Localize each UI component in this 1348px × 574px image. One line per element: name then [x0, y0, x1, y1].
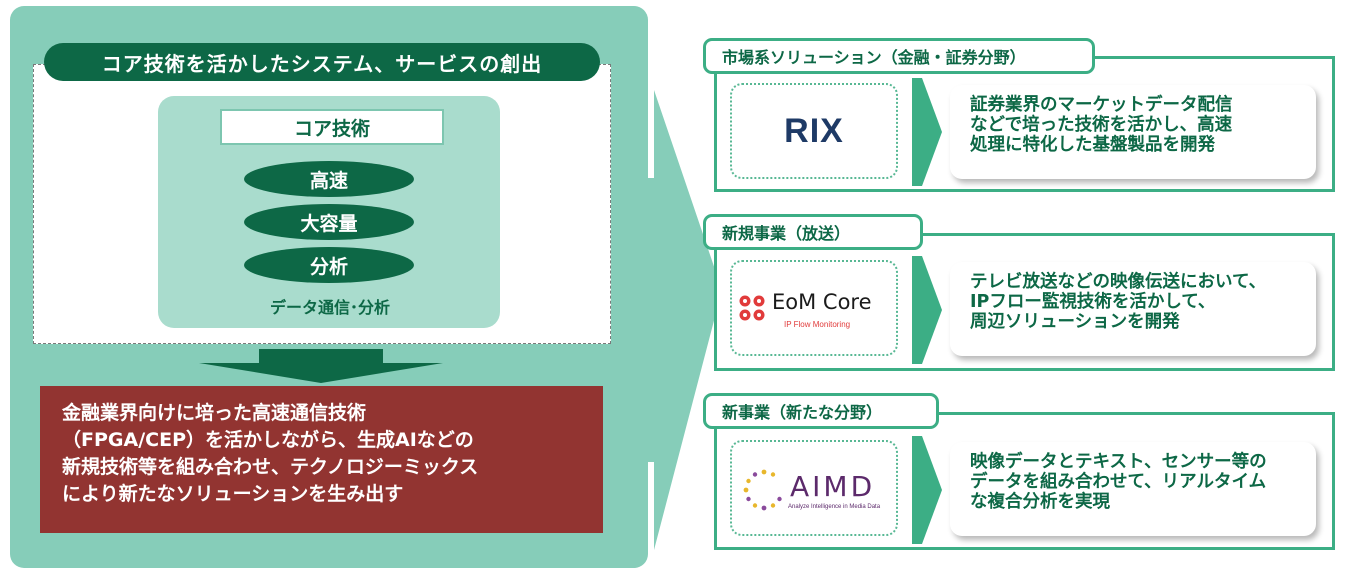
rix-logo-text: RIX: [784, 111, 844, 150]
desc-line: 証券業界のマーケットデータ配信: [970, 95, 1233, 115]
desc-line: などで培った技術を活かし、高速: [970, 115, 1233, 135]
summary-line: 金融業界向けに培った高速通信技術: [62, 402, 367, 424]
pill-high-speed: 高速: [244, 161, 414, 197]
chevron-right-icon: [912, 78, 942, 186]
eom-logo-subtext: IP Flow Monitoring: [784, 320, 851, 329]
big-right-arrow-icon: [640, 90, 722, 550]
tab-new-field: 新事業（新たな分野）: [703, 393, 939, 429]
desc-broadcast: テレビ放送などの映像伝送において、 IPフロー監視技術を活かして、 周辺ソリュー…: [950, 262, 1316, 356]
aimd-dots-icon: [743, 469, 782, 511]
desc-line: データを組み合わせて、リアルタイム: [970, 472, 1267, 492]
desc-new-field: 映像データとテキスト、センサー等の データを組み合わせて、リアルタイム な複合分…: [950, 442, 1316, 536]
tab-broadcast: 新規事業（放送）: [703, 214, 923, 250]
main-title: コア技術を活かしたシステム、サービスの創出: [44, 43, 600, 81]
core-technology-title: コア技術: [220, 109, 444, 145]
tab-finance: 市場系ソリューション（金融・証券分野）: [703, 38, 1095, 74]
summary-box: 金融業界向けに培った高速通信技術 （FPGA/CEP）を活かしながら、生成AIな…: [40, 386, 603, 533]
pill-analysis: 分析: [244, 247, 414, 283]
eom-logo-text: EoM Core: [772, 290, 872, 314]
summary-line: 新規技術等を組み合わせ、テクノロジーミックス: [62, 456, 479, 478]
summary-line: により新たなソリューションを生み出す: [62, 483, 404, 505]
desc-line: IPフロー監視技術を活かして、: [970, 292, 1216, 312]
pill-large-capacity: 大容量: [244, 204, 414, 240]
desc-line: 処理に特化した基盤製品を開発: [970, 135, 1215, 155]
chevron-right-icon: [912, 436, 942, 544]
chevron-right-icon: [912, 256, 942, 364]
logo-eom-core: EoM Core IP Flow Monitoring: [730, 260, 898, 356]
aimd-logo-text: AIMD: [790, 470, 876, 503]
desc-line: テレビ放送などの映像伝送において、: [970, 272, 1267, 292]
desc-line: 映像データとテキスト、センサー等の: [970, 452, 1267, 472]
core-caption: データ通信･分析: [269, 298, 390, 317]
desc-line: 周辺ソリューションを開発: [970, 312, 1180, 332]
desc-line: な複合分析を実現: [970, 492, 1110, 512]
aimd-logo-subtext: Analyze Intelligence in Media Data: [788, 504, 881, 510]
eom-flower-icon: [739, 295, 765, 321]
down-arrow-icon: [199, 349, 443, 383]
summary-line: （FPGA/CEP）を活かしながら、生成AIなどの: [62, 429, 474, 451]
logo-rix: RIX: [730, 83, 898, 179]
desc-finance: 証券業界のマーケットデータ配信 などで培った技術を活かし、高速 処理に特化した基…: [950, 85, 1316, 179]
logo-aimd: AIMD Analyze Intelligence in Media Data: [730, 440, 898, 536]
